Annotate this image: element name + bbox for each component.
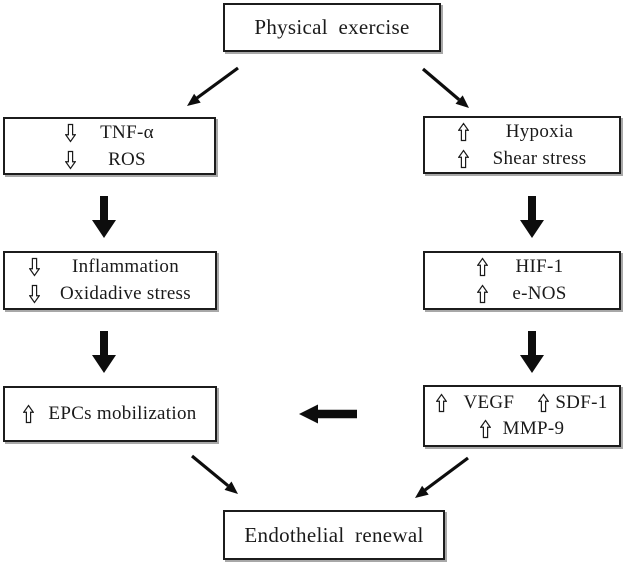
node-label: Physical exercise (254, 15, 410, 39)
arrow-epcs-to-renewal-icon (190, 454, 238, 494)
node-hif-enos: HIF-1 e-NOS (423, 251, 621, 310)
up-hollow-arrow-icon (436, 393, 448, 413)
up-hollow-arrow-icon (457, 121, 469, 141)
down-hollow-arrow-icon (65, 123, 77, 143)
node-content: EPCs mobilization (23, 402, 196, 426)
down-hollow-arrow-icon (29, 284, 41, 304)
up-hollow-arrow-icon (477, 284, 489, 304)
node-tnf-ros: TNF-α ROS (3, 117, 216, 175)
node-content: VEGF SDF-1 MMP-9 (436, 391, 607, 441)
node-label: MMP-9 (502, 418, 565, 439)
node-hypoxia-shear-stress: Hypoxia Shear stress (423, 116, 621, 174)
arrow-hif-to-vegf-icon (520, 331, 544, 373)
node-label: Hypoxia (505, 120, 574, 142)
node-content: HIF-1 e-NOS (477, 255, 566, 306)
up-hollow-arrow-icon (477, 257, 489, 277)
arrow-vegf-to-renewal-icon (415, 456, 469, 498)
up-hollow-arrow-icon (479, 419, 491, 439)
arrow-exercise-to-right-branch-icon (421, 67, 469, 108)
arrow-hypoxia-to-hif-icon (520, 196, 544, 238)
node-label: SDF-1 (555, 392, 608, 413)
down-hollow-arrow-icon (29, 257, 41, 277)
node-content: Hypoxia Shear stress (457, 120, 587, 171)
node-label: HIF-1 (515, 256, 564, 277)
node-label: EPCs mobilization (48, 403, 197, 424)
node-label: e-NOS (512, 283, 567, 304)
node-endothelial-renewal: Endothelial renewal (223, 510, 445, 560)
node-label: TNF-α (100, 121, 154, 143)
arrow-exercise-to-left-branch-icon (187, 66, 239, 106)
arrow-tnf-to-inflammation-icon (92, 196, 116, 238)
node-label: Shear stress (492, 147, 587, 169)
down-hollow-arrow-icon (65, 150, 77, 170)
up-hollow-arrow-icon (538, 393, 550, 413)
node-label: Endothelial renewal (244, 522, 424, 547)
node-label: ROS (108, 148, 146, 170)
arrow-vegf-to-epcs-icon (299, 404, 357, 424)
node-label: Inflammation (71, 256, 179, 277)
node-row: MMP-9 (479, 417, 565, 441)
arrow-inflammation-to-epcs-icon (92, 331, 116, 373)
node-content: TNF-α ROS (65, 121, 154, 172)
node-physical-exercise: Physical exercise (223, 3, 441, 52)
node-content: Inflammation Oxidadive stress (29, 255, 191, 306)
node-inflammation-oxidative-stress: Inflammation Oxidadive stress (3, 251, 217, 310)
node-epcs-mobilization: EPCs mobilization (3, 386, 217, 442)
node-label: VEGF (463, 392, 515, 413)
node-label: Oxidadive stress (60, 283, 191, 304)
up-hollow-arrow-icon (23, 404, 35, 424)
node-vegf-sdf-mmp: VEGF SDF-1 MMP-9 (423, 385, 621, 447)
node-row: VEGF SDF-1 (436, 391, 607, 415)
up-hollow-arrow-icon (457, 148, 469, 168)
